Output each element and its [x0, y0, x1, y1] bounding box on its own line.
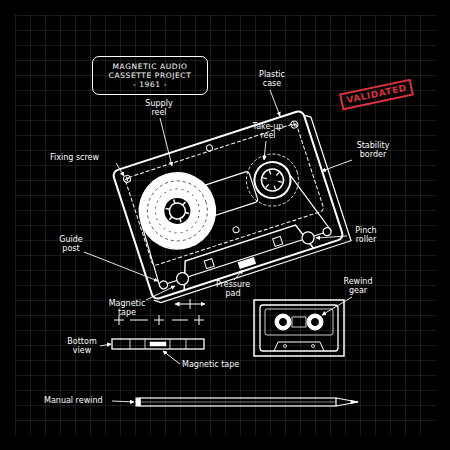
guide-post — [158, 280, 168, 290]
leader-line — [322, 297, 352, 315]
year-text: - 1961 - — [97, 80, 203, 89]
pencil — [136, 398, 358, 406]
supply-reel — [129, 163, 225, 259]
rewind-gear — [275, 314, 291, 330]
grid — [15, 15, 435, 435]
stability-border — [125, 123, 325, 266]
pencil-facet — [140, 402, 336, 403]
small-hole — [284, 345, 287, 348]
leader-line — [112, 401, 134, 402]
pencil-body — [140, 398, 336, 406]
screw-slot — [291, 121, 297, 127]
part-label: Magnetic tape — [182, 360, 262, 369]
pinch-roller — [301, 230, 316, 245]
pencil-tip — [336, 398, 358, 406]
bottom-tape — [150, 342, 166, 346]
gear-hub — [312, 319, 319, 326]
gear-hub — [280, 319, 287, 326]
part-label: Stability border — [350, 141, 396, 159]
guide-post — [322, 227, 332, 237]
part-label: Manual rewind — [44, 396, 124, 405]
leader-line — [116, 163, 124, 176]
capstan-hole — [204, 259, 214, 269]
leader-line — [322, 160, 352, 171]
rewind-gear — [307, 314, 323, 330]
leader-line — [100, 344, 111, 346]
leader-line — [160, 118, 172, 166]
bottom-ribs — [130, 339, 186, 349]
part-label: Supply reel — [142, 99, 176, 117]
reel-rim — [250, 157, 295, 202]
part-label: Bottom view — [62, 337, 102, 355]
title-text: MAGNETIC AUDIO CASSETTE PROJECT — [97, 62, 203, 80]
leader-line — [316, 236, 347, 238]
head-opening — [176, 222, 314, 290]
leader-lines — [84, 90, 352, 402]
case-thickness — [114, 113, 351, 304]
small-head-opening — [274, 342, 324, 351]
leader-line — [163, 351, 180, 364]
take-up-reel — [240, 147, 306, 213]
leader-line — [84, 252, 158, 281]
part-label: Guide post — [55, 235, 87, 253]
dimension-tick — [190, 299, 191, 309]
rewind-gear-view — [254, 300, 344, 356]
part-label: Pressure pad — [210, 280, 256, 298]
small-label-area — [265, 309, 333, 335]
pencil-eraser — [136, 398, 140, 406]
magnetic-tape — [139, 168, 331, 286]
screws — [122, 117, 324, 261]
reel-hub — [160, 193, 195, 228]
leader-line — [270, 90, 280, 116]
part-label: Magnetic tape — [104, 299, 150, 317]
small-window — [292, 317, 306, 327]
leader-line — [234, 270, 243, 280]
cassette-illustration — [112, 108, 351, 304]
reel-hub — [259, 166, 287, 194]
capstan-hole — [273, 236, 283, 246]
leader-line — [146, 286, 175, 300]
title-box: MAGNETIC AUDIO CASSETTE PROJECT- 1961 - — [92, 56, 208, 95]
reel-flange — [240, 147, 306, 213]
screw — [290, 120, 299, 129]
pressure-pad — [238, 258, 255, 269]
cassette-bottom — [112, 339, 204, 349]
pinch-roller — [175, 271, 190, 286]
part-label: Rewind gear — [339, 277, 377, 295]
leader-line — [264, 141, 266, 160]
view-frame — [254, 300, 344, 356]
part-label: Pinch roller — [348, 226, 384, 244]
screw-slot — [124, 176, 130, 182]
part-label: Take-up reel — [249, 122, 287, 140]
tape-texture — [150, 183, 205, 238]
hub-teeth — [261, 168, 283, 192]
part-label: Plastic case — [255, 70, 289, 88]
plastic-case — [112, 110, 344, 300]
small-hole — [312, 345, 315, 348]
hub-teeth — [164, 196, 191, 225]
screw — [232, 226, 240, 234]
part-label: Fixing screw — [50, 153, 120, 162]
screw — [206, 144, 214, 152]
tape-texture — [140, 173, 216, 249]
pencil-lead — [351, 401, 358, 403]
tape-pack — [129, 163, 225, 259]
